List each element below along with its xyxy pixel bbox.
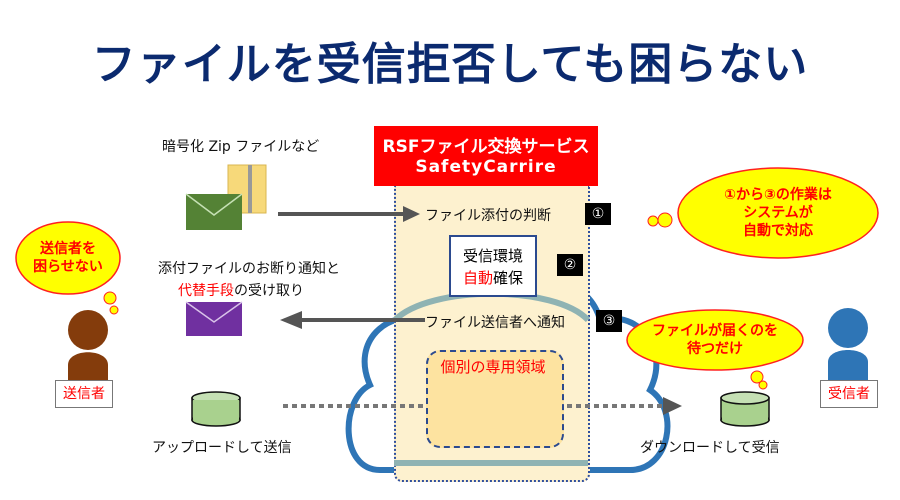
green-envelope-icon — [185, 193, 243, 230]
sender-person-icon — [68, 310, 108, 385]
receiver-person-icon — [828, 308, 868, 385]
upload-label: アップロードして送信 — [152, 440, 292, 456]
system-bubble-text: ①から③の作業は システムが 自動で対応 — [690, 186, 866, 240]
secure-text: 確保 — [493, 269, 524, 287]
step-3-badge: ③ — [596, 310, 622, 332]
system-bubble-line2: システムが — [743, 205, 813, 221]
page-title: ファイルを受信拒否しても困らない — [91, 39, 809, 90]
receiver-thought-bubble — [626, 309, 804, 390]
auto-text: 自動 — [462, 269, 493, 287]
notice-label-line2: 代替手段の受け取り — [178, 280, 304, 300]
dedicated-area — [426, 350, 564, 448]
sender-bubble-line1: 送信者を — [40, 241, 96, 257]
alt-means-text: 代替手段 — [178, 283, 234, 299]
step-2-badge: ② — [557, 254, 583, 276]
system-bubble-line1: ①から③の作業は — [724, 187, 832, 203]
receiver-bubble-line1: ファイルが届くのを — [652, 323, 778, 339]
sender-thought-bubble — [15, 221, 121, 315]
service-brand: SafetyCarrire — [415, 157, 557, 177]
receive-env-line2: 自動確保 — [451, 267, 535, 289]
step-1-badge: ① — [585, 203, 611, 225]
arrow-right-icon — [278, 206, 420, 222]
sender-tag: 送信者 — [55, 380, 113, 408]
system-thought-bubble — [647, 167, 879, 259]
zip-file-label: 暗号化 Zip ファイルなど — [162, 139, 320, 155]
sender-bubble-line2: 困らせない — [33, 259, 103, 275]
sender-bubble-text: 送信者を 困らせない — [18, 240, 118, 276]
arrow-left-icon — [280, 311, 425, 329]
receive-text: の受け取り — [234, 283, 304, 299]
receiver-bubble-line2: 待つだけ — [687, 341, 743, 357]
receive-env-box: 受信環境 自動確保 — [449, 235, 537, 297]
receive-env-line1: 受信環境 — [462, 247, 523, 265]
dedicated-area-label: 個別の専用領域 — [440, 358, 546, 376]
system-bubble-line3: 自動で対応 — [743, 223, 813, 239]
step-1-label: ファイル添付の判断 — [425, 208, 551, 224]
purple-envelope-icon — [185, 301, 243, 336]
notice-label-line1: 添付ファイルのお断り通知と — [158, 261, 340, 277]
receiver-bubble-text: ファイルが届くのを 待つだけ — [632, 322, 798, 358]
download-label: ダウンロードして受信 — [640, 440, 780, 456]
step-3-label: ファイル送信者へ通知 — [425, 315, 565, 331]
service-name: RSFファイル交換サービス — [382, 137, 590, 157]
receiver-database-icon — [720, 391, 770, 427]
receiver-tag: 受信者 — [820, 380, 878, 408]
service-header: RSFファイル交換サービス SafetyCarrire — [374, 126, 598, 186]
sender-database-icon — [191, 391, 241, 427]
